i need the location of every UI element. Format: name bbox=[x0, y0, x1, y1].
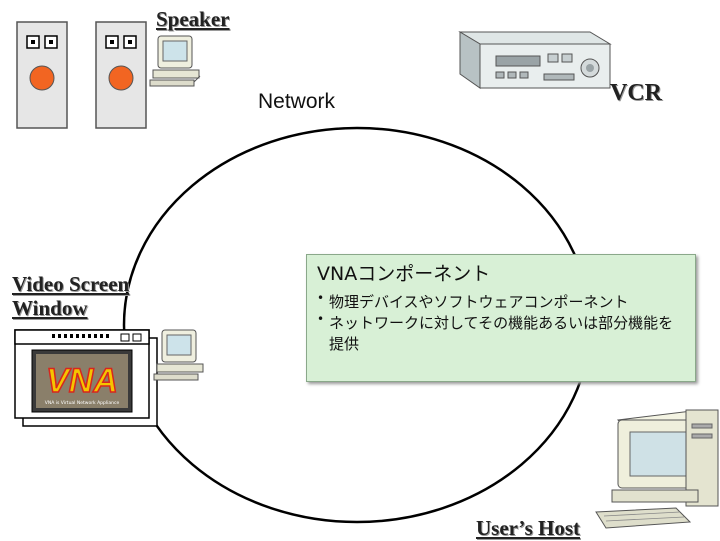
speaker-button bbox=[108, 65, 134, 91]
callout-bullet: ネットワークに対してその機能あるいは部分機能を提供 bbox=[317, 309, 685, 355]
speaker-label: Speaker bbox=[156, 7, 230, 31]
vna-component-callout: VNAコンポーネント 物理デバイスやソフトウェアコンポーネント ネットワークに対… bbox=[306, 254, 696, 382]
video-screen-label-line1: Video Screen bbox=[12, 272, 130, 296]
speaker-device-1 bbox=[16, 21, 68, 129]
users-host-label: User’s Host bbox=[476, 516, 580, 540]
video-screen-window-label: Video Screen Window bbox=[12, 272, 129, 320]
callout-bullet-list: 物理デバイスやソフトウェアコンポーネント ネットワークに対してその機能あるいは部… bbox=[317, 288, 685, 355]
callout-bullet: 物理デバイスやソフトウェアコンポーネント bbox=[317, 288, 685, 313]
video-screen-label-line2: Window bbox=[12, 296, 88, 320]
speaker-device-2 bbox=[95, 21, 147, 129]
vna-logo-caption: VNA is Virtual Network Appliance bbox=[45, 400, 120, 406]
network-label: Network bbox=[258, 90, 336, 113]
computer-icon bbox=[153, 329, 204, 381]
window-title-dots bbox=[52, 334, 109, 338]
vcr-icon bbox=[458, 31, 612, 89]
speaker-button bbox=[29, 65, 55, 91]
computer-icon bbox=[149, 35, 201, 87]
vna-logo: VNA bbox=[46, 362, 118, 400]
video-screen-window: VNA VNA is Virtual Network Appliance bbox=[14, 329, 158, 427]
users-host-computer-icon bbox=[595, 409, 719, 529]
callout-title: VNAコンポーネント bbox=[317, 263, 491, 285]
vcr-label: VCR bbox=[610, 80, 662, 106]
